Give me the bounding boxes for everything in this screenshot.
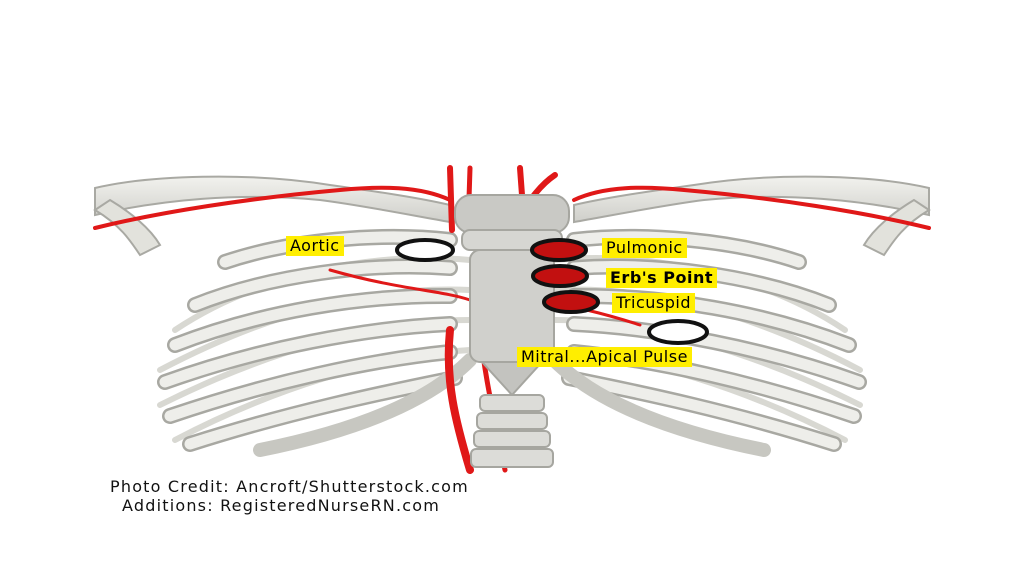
aortic-label: Aortic	[286, 236, 344, 256]
additions-credit: Additions: RegisteredNurseRN.com	[122, 496, 441, 515]
erbs-point-label: Erb's Point	[606, 268, 718, 288]
pulmonic-marker	[530, 238, 588, 262]
tricuspid-label: Tricuspid	[612, 293, 695, 313]
front-ribs	[157, 228, 867, 452]
mitral-marker	[647, 319, 709, 345]
mitral-label: Mitral...Apical Pulse	[517, 347, 692, 367]
tricuspid-marker	[542, 290, 600, 314]
photo-credit: Photo Credit: Ancroft/Shutterstock.com	[110, 477, 469, 496]
arteries	[93, 165, 931, 474]
costal-cartilage	[253, 353, 771, 457]
aortic-marker	[395, 238, 455, 262]
spine	[470, 394, 554, 468]
erbs-point-marker	[531, 264, 589, 288]
auscultation-markers	[395, 238, 709, 345]
pulmonic-label: Pulmonic	[602, 238, 687, 258]
